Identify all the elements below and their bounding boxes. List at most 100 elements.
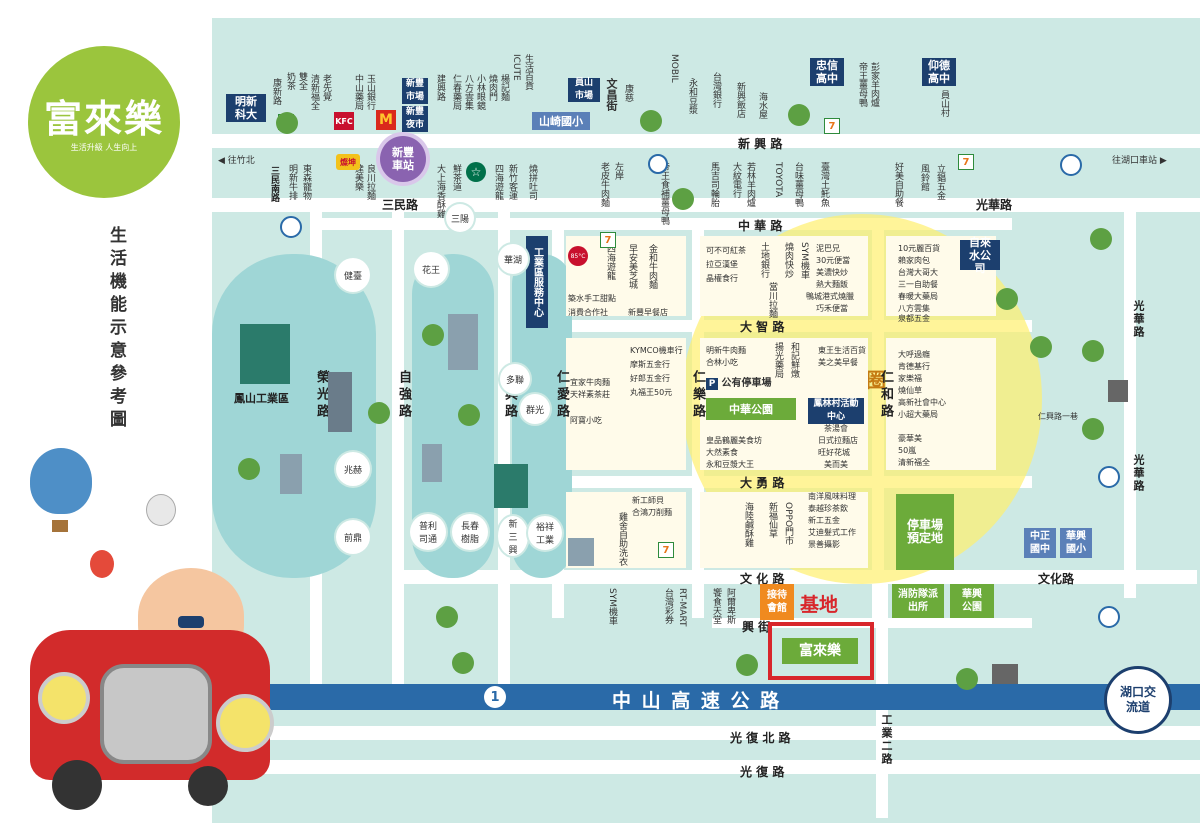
company-changchun[interactable]: 長春樹脂	[452, 514, 488, 550]
direction-east: 往湖口車站 ▶	[1112, 156, 1167, 166]
parking-icon: P	[706, 378, 718, 390]
water-company[interactable]: 自來水公司	[960, 236, 1000, 275]
block3-10: 泰越珍茶飲	[808, 504, 848, 513]
site-name-box[interactable]: 富來樂	[782, 638, 858, 664]
bottom-shop-6: 阿爾卑斯	[725, 588, 735, 624]
tree-icon	[1030, 336, 1052, 358]
top-shop-1: 清新福全	[309, 74, 319, 110]
left-shop-10: 四海遊龍	[493, 164, 503, 200]
hot-air-balloon-small-icon	[146, 494, 176, 526]
block1-right-5: SYM機車	[799, 242, 809, 279]
hospital-icon-4	[1098, 466, 1120, 488]
company-duoying[interactable]: 多聯	[500, 364, 530, 394]
block3-9: 南洋風味料理	[808, 492, 856, 501]
school-shanshan[interactable]: 山崎國小	[532, 112, 590, 130]
company-huahu[interactable]: 華湖	[498, 244, 528, 274]
label-renhe-1: 仁興路一巷	[1038, 412, 1078, 421]
block-2	[700, 236, 868, 316]
top-shop-4: 玉山銀行	[365, 74, 375, 110]
road-fuxing-v	[498, 198, 510, 698]
market-xinfeng[interactable]: 新豐市場	[402, 78, 428, 104]
mid-shop-5: 若林羊肉爐	[745, 162, 755, 207]
company-jiantai-label: 健臺	[343, 271, 362, 282]
zhongzheng-school[interactable]: 中正國中	[1024, 528, 1056, 558]
public-parking-label: 公有停車場	[721, 378, 772, 389]
block2-low-6: 美而美	[824, 460, 848, 469]
market-yuanshan[interactable]: 員山市場	[568, 78, 600, 102]
bottom-shop-4: RT-MART	[677, 588, 687, 627]
left-shop-5: 達美樂	[353, 164, 363, 191]
huaxing-park[interactable]: 華興公園	[950, 584, 994, 618]
company-huawang-label: 花王	[421, 265, 440, 276]
block2-low-3: 茶湯會	[824, 424, 848, 433]
company-qunguang[interactable]: 群光	[520, 394, 550, 424]
company-yuxiang[interactable]: 裕祥工業	[528, 516, 562, 550]
company-qianjun-label: 前鼎	[343, 533, 362, 544]
hospital-icon-5	[1098, 606, 1120, 628]
tree-icon	[276, 112, 298, 134]
company-sanyang[interactable]: 三陽	[446, 204, 474, 232]
label-sanmin: 三民路	[382, 198, 419, 212]
company-huawang[interactable]: 花王	[414, 252, 448, 286]
building-icon	[992, 664, 1018, 684]
reception-center[interactable]: 接待會館	[760, 584, 794, 620]
company-xinsan[interactable]: 新三興	[498, 516, 528, 556]
school-mingxin[interactable]: 明新科大	[226, 94, 266, 122]
block2-left-2: 好郎五金行	[630, 374, 670, 383]
public-parking[interactable]: P 公有停車場	[706, 378, 771, 390]
school-yangde[interactable]: 仰德高中	[922, 58, 956, 86]
company-puli[interactable]: 普利司通	[410, 514, 446, 550]
block1-right-0: 可不可紅茶	[706, 246, 746, 255]
fire-station[interactable]: 消防隊派出所	[892, 584, 944, 618]
left-shop-6: 良川拉麵	[365, 164, 375, 200]
road-guangfu-north	[212, 726, 1200, 740]
seven-eleven-icon-2: 7	[824, 118, 840, 134]
school-shanshan-label: 山崎國小	[539, 114, 583, 128]
top-shop-19: 海水屋	[757, 92, 767, 119]
block2-right-0: 東王生活百貨	[818, 346, 866, 355]
xinfeng-station[interactable]: 新豐車站	[380, 136, 426, 182]
left-shop-0: 雙全	[297, 72, 307, 90]
block2-low-4: 日式拉麵店	[818, 436, 858, 445]
top-shop-22: 員山村	[939, 90, 949, 117]
huaxing-elementary[interactable]: 華興國小	[1060, 528, 1092, 558]
fire-station-label: 消防隊派出所	[898, 589, 938, 613]
top-shop-20: 帝王薑母鴨	[857, 62, 867, 107]
school-zhongxin-label: 忠信高中	[816, 59, 838, 85]
kfc-label: KFC	[335, 116, 353, 126]
map-area[interactable]: 中 山 高 速 公 路 1 湖口交流道 鳳山工業區 仁和商圈 新 興 路 三民路…	[212, 18, 1200, 823]
block2-right-7: 小超大藥局	[898, 410, 938, 419]
building-icon	[328, 372, 352, 432]
parking-plan-label: 停車場預定地	[906, 518, 943, 545]
road-guanghua-top	[212, 198, 1200, 212]
label-sanmin-south: 三民南路	[269, 166, 279, 202]
block2-mid-0: 明新牛肉麵	[706, 346, 746, 355]
label-guanghua-right2: 光華路	[1132, 454, 1145, 493]
parking-plan[interactable]: 停車場預定地	[896, 494, 954, 570]
road-ziqiang-v	[392, 198, 404, 698]
night-market[interactable]: 新豐夜市	[402, 106, 428, 132]
company-jiantai[interactable]: 健臺	[336, 258, 370, 292]
eighty-five-label: 85°C	[570, 252, 586, 260]
block1-right-2: 晶權食行	[706, 274, 738, 283]
block1-right-8: 30元便當	[816, 256, 851, 265]
company-qianjun[interactable]: 前鼎	[336, 520, 370, 554]
top-shop-10: 楊記麵	[499, 74, 509, 101]
zhonghua-park[interactable]: 中華公園	[706, 398, 796, 420]
school-zhongxin[interactable]: 忠信高中	[810, 58, 844, 86]
fenglin-center[interactable]: 鳳林村活動中心	[808, 398, 864, 424]
block1-right-7: 泥巴兄	[816, 244, 840, 253]
highway-number: 1	[490, 689, 500, 705]
site-frame[interactable]	[768, 622, 874, 680]
interchange-hukou[interactable]: 湖口交流道	[1104, 666, 1172, 734]
car-headlight-left-icon	[38, 672, 90, 724]
block1-right-1: 拉亞漢堡	[706, 260, 738, 269]
tree-icon	[458, 404, 480, 426]
mid-shop-6: TOYOTA	[773, 162, 783, 198]
top-shop-6: 仁春藥局	[451, 74, 461, 110]
top-shop-12: 生活百貨	[523, 54, 533, 90]
tree-icon	[996, 288, 1018, 310]
service-center[interactable]: 工業區服務中心	[526, 236, 548, 328]
company-zhaohe[interactable]: 兆赫	[336, 452, 370, 486]
bottom-shop-3: 台灣彩券	[663, 588, 673, 624]
